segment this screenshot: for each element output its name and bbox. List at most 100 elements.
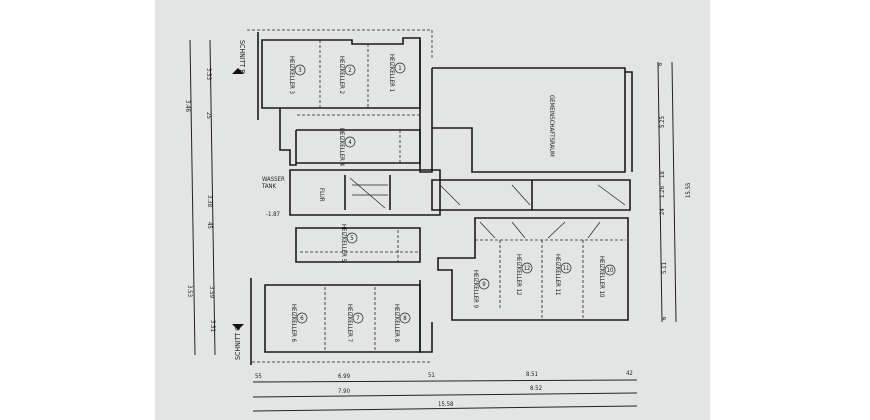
drawing-stroke: [252, 379, 638, 383]
plan-rooms-7-num: 8: [403, 315, 407, 322]
dimensions-left_inner-2: 3.38: [206, 195, 213, 208]
drawing-stroke: [560, 262, 572, 274]
drawing-stroke: [344, 136, 356, 148]
plan-rooms-8-label: HEIZKELLER 9: [472, 270, 479, 309]
bottom-left-block: [250, 278, 433, 365]
drawing-stroke: [437, 217, 629, 321]
dimension-labels: 3.46 3.53 3.53 25 3.38 45 3.59 3.51 6 5.…: [184, 62, 692, 408]
drawing-stroke: [257, 32, 421, 120]
dimensions-left_outer-1: 3.53: [186, 285, 193, 297]
drawing-stroke: [475, 239, 626, 318]
drawing-stroke: [419, 280, 433, 353]
drawing-stroke: [252, 405, 638, 412]
drawing-stroke: [295, 227, 421, 263]
plan-rooms-4-label: HEIZKELLER 5: [340, 224, 347, 262]
plan-rooms-11-num: 12: [524, 265, 531, 272]
dimensions-left_inner-1: 25: [205, 112, 212, 119]
plan-rooms-3-label: HEIZKELLER 4: [338, 128, 345, 167]
drawing-stroke: [671, 61, 677, 323]
level-mark: -1.87: [266, 211, 280, 218]
dimensions-bottom_row1-0: 55: [255, 373, 262, 380]
plan-rooms-6-num: 7: [356, 315, 359, 322]
drawing-stroke: [344, 64, 356, 76]
dimensions-bottom_row2-0: 7.90: [338, 388, 351, 395]
drawing-stroke: [346, 232, 358, 244]
plan-rooms-10-num: 11: [563, 265, 570, 272]
top-left-block: [247, 29, 433, 173]
plan-rooms-4-num: 5: [350, 235, 353, 242]
dimensions-bottom_total: 15.58: [438, 401, 454, 408]
plan-rooms-7-label: HEIZKELLER 8: [393, 304, 400, 343]
drawing-stroke: [399, 312, 411, 324]
plan-rooms-3-num: 4: [348, 139, 352, 146]
right-bottom-block: [437, 217, 629, 321]
drawing-stroke: [432, 67, 633, 173]
drawing-stroke: [252, 392, 638, 398]
dimensions-right_total: 15.55: [685, 183, 692, 198]
drawing-stroke: [349, 177, 388, 209]
drawing-stroke: [431, 179, 631, 211]
plan-rooms-0-label: HEIZKELLER 3: [288, 56, 295, 94]
drawing-stroke: [247, 29, 433, 60]
plan-rooms-5-num: 6: [300, 315, 304, 322]
dimensions-right_inner-3: 1.26: [659, 185, 666, 198]
drawing-stroke: [232, 324, 244, 330]
dimensions-left_inner-4: 3.59: [208, 286, 215, 299]
drawing-stroke: [189, 39, 196, 356]
dimensions-right_inner-6: 6: [661, 316, 668, 320]
note-water: WASSER: [262, 176, 285, 183]
section-markers: SCHNITT B SCHNITT C WASSER TANK -1.87 FL…: [232, 40, 555, 360]
drawing-stroke: [300, 230, 420, 262]
plan-rooms-11-label: HEIZKELLER 12: [515, 254, 522, 295]
drawing-stroke: [319, 40, 369, 108]
drawing-stroke: [521, 262, 533, 274]
plan-rooms-9-label: HEIZKELLER 10: [598, 256, 605, 298]
drawing-stroke: [439, 184, 626, 206]
plan-rooms-5-label: HEIZKELLER 6: [290, 304, 297, 343]
dimensions-right_inner-4: 24: [659, 208, 666, 215]
dimensions-left_inner-5: 3.51: [209, 320, 216, 332]
middle-block: [289, 169, 441, 263]
plan-rooms-0-num: 3: [298, 67, 301, 74]
note-tank: TANK: [261, 183, 277, 190]
dimensions-bottom_row1-3: 8.51: [526, 371, 538, 378]
dimensions-right_inner-1: 5.25: [659, 116, 666, 128]
drawing-stroke: [604, 264, 616, 276]
plan-rooms-6-label: HEIZKELLER 7: [346, 304, 353, 342]
dimensions-left_inner-0: 3.53: [205, 68, 212, 80]
drawing-stroke: [289, 169, 441, 216]
dimensions-right_inner-2: 18: [659, 171, 666, 178]
drawing-stroke: [394, 62, 406, 74]
drawing-stroke: [479, 221, 601, 239]
plan-rooms-10-label: HEIZKELLER 11: [554, 254, 561, 295]
drawing-stroke: [296, 312, 308, 324]
dimensions-left_outer-0: 3.46: [184, 100, 191, 113]
plan-rooms-2-num: 1: [398, 65, 401, 72]
plan-rooms-9-num: 10: [607, 267, 614, 274]
dimensions-left_inner-3: 45: [206, 222, 213, 229]
drawing-stroke: [209, 39, 216, 356]
dimensions-right_inner-5: 5.11: [661, 262, 668, 274]
dimension-lines: [189, 39, 677, 412]
drawing-stroke: [297, 114, 420, 163]
big-room-label: GEMEINSCHAFTSRAUM: [548, 95, 555, 157]
drawing-stroke: [252, 287, 432, 363]
dimensions-bottom_row1-1: 6.99: [338, 373, 351, 380]
dimensions-bottom_row2-1: 8.52: [530, 385, 542, 392]
section-top-label: SCHNITT B: [238, 40, 246, 74]
drawing-stroke: [657, 61, 663, 323]
plan-rooms-1-num: 2: [348, 67, 351, 74]
